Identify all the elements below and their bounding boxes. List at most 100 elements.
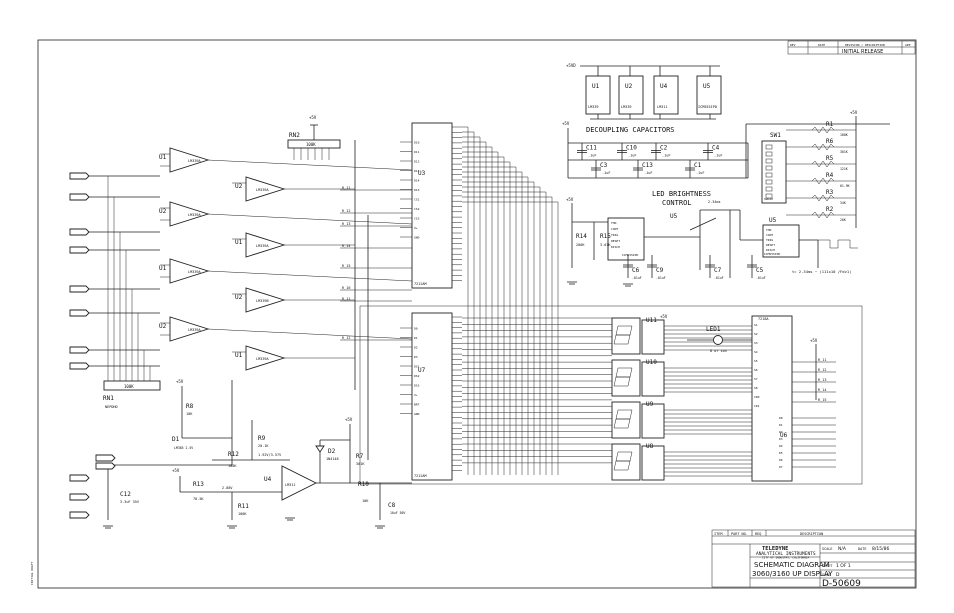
revision-block: REV DATE REVISION / DESCRIPTION APP INIT… <box>787 40 916 55</box>
decoupling-title: DECOUPLING CAPACITORS <box>586 126 675 134</box>
cap-value: .01uF <box>714 276 724 280</box>
r10-label: R10 <box>358 481 369 488</box>
u4-note2: 2.88V <box>222 486 233 490</box>
u4-label: U4 <box>264 476 272 483</box>
dip-switch <box>765 158 773 164</box>
input-connector <box>69 193 90 201</box>
cap-label: C2 <box>660 145 668 152</box>
input-connector <box>95 454 116 462</box>
led-brightness-section: LED BRIGHTNESS CONTROL U5 ICM555IPD U5 I… <box>566 190 858 280</box>
u6-net-label: R_13 <box>818 378 826 382</box>
dec-part-4: ICM555IPD <box>698 105 717 109</box>
cap-value: .01uF <box>632 276 642 280</box>
dec-part-3: LM311 <box>657 105 668 109</box>
col-req: REQ <box>755 532 761 536</box>
r10-value: 10K <box>362 499 369 503</box>
r14-value: 200K <box>576 243 585 247</box>
u7-part: 7212AM <box>414 474 427 478</box>
display-decoder <box>641 403 665 439</box>
resistor-label: R1 <box>826 121 834 128</box>
led-brightness-title-1: LED BRIGHTNESS <box>652 190 711 198</box>
led1: LED1 8 or son <box>687 326 752 353</box>
cap-value: .01uF <box>756 276 766 280</box>
u3-pin-label: D14 <box>414 179 420 183</box>
scale-value: N/A <box>838 546 847 552</box>
r7-value: 301K <box>356 462 365 466</box>
u7-pin-label: DS2 <box>414 374 420 378</box>
u6-net-label: R_15 <box>818 398 826 402</box>
r11-label: R11 <box>238 503 249 510</box>
resistor-label: R4 <box>826 172 834 179</box>
comparator-out <box>207 270 413 282</box>
rn2-network: RN2 100K +5V <box>287 115 341 160</box>
comparator-part: LM339A <box>188 213 202 217</box>
resistor-value: 121K <box>840 167 848 171</box>
dip-switch <box>765 186 773 192</box>
u3-pin-label: D10 <box>414 141 420 145</box>
u6-pin-label: S4 <box>754 350 758 354</box>
comparator-ref: U2 <box>235 183 243 190</box>
r15-label: R15 <box>600 233 611 240</box>
net-label: R_11 <box>342 297 350 301</box>
drawing-number: D-50609 <box>822 579 861 589</box>
cap-label: C9 <box>656 267 664 274</box>
net-label: R_11 <box>342 186 350 190</box>
led1-note: 8 or son <box>710 349 727 353</box>
comparator <box>245 345 286 371</box>
decoupling-power: +5VD <box>566 63 576 68</box>
net-label: R_16 <box>342 286 350 290</box>
r13-value: 78.5K <box>193 497 204 501</box>
cap-value: .1uF <box>602 171 610 175</box>
dip-switch <box>765 179 773 185</box>
display-power: +5V <box>660 314 668 319</box>
u5b-pin-label: RESET <box>766 243 775 247</box>
u5-power: +5V <box>566 197 574 202</box>
u6-net-label: R_12 <box>818 368 826 372</box>
comparator <box>245 287 286 313</box>
resistor-value: 180K <box>840 133 848 137</box>
u6-pin-label: D2 <box>779 430 783 434</box>
u6-net-label: R_14 <box>818 388 826 392</box>
u7-pin-label: GND <box>414 412 420 416</box>
rn2-value: 100K <box>306 142 316 147</box>
u7-pin-label: D2 <box>414 346 418 350</box>
u3-part: 7212AM <box>414 282 427 286</box>
u3-pin-label: CS2 <box>414 207 420 211</box>
r7-label: R7 <box>356 453 364 460</box>
comparator-out <box>207 328 413 340</box>
comparator-part: LM339A <box>188 270 202 274</box>
u7-pin-label: DS3 <box>414 384 420 388</box>
r8-power: +5V <box>176 379 184 384</box>
comparator-ref: U1 <box>159 154 167 161</box>
u5b-pin-label: THD <box>766 228 772 232</box>
input-connector <box>69 346 90 354</box>
seven-seg-display <box>611 317 641 355</box>
seven-seg-display <box>611 359 641 397</box>
u6-pin-label: CR1 <box>754 404 760 408</box>
cap-label: C1 <box>694 162 702 169</box>
title-block: ITEM PART NO. REQ DESCRIPTION TELEDYNE A… <box>711 529 916 589</box>
rn1-label: RN1 <box>103 395 114 402</box>
analog-section: +5V R8 10K D1 LM385 2.5V R9 20.1K 1.92V/… <box>96 379 412 520</box>
col-item: ITEM <box>714 532 722 536</box>
d1-value: LM385 2.5V <box>174 446 193 450</box>
dip-switch <box>765 151 773 157</box>
dec-part-2: LM339 <box>621 105 632 109</box>
u6-pin-label: D7 <box>779 465 783 469</box>
u3-pin-label: D13 <box>414 169 420 173</box>
u5a-pin-label: RESET <box>611 239 620 243</box>
resistor-value: 34K <box>840 201 846 205</box>
u3-label: U3 <box>418 170 426 177</box>
display-decoder <box>641 445 665 481</box>
seven-seg-display <box>611 443 641 481</box>
drawing-title-1: SCHEMATIC DIAGRAM <box>754 561 830 569</box>
date-label: DATE <box>858 547 866 551</box>
input-connector <box>69 474 90 482</box>
sw1-label: SW1 <box>770 132 781 139</box>
r14-label: R14 <box>576 233 587 240</box>
digit-segments <box>613 367 633 387</box>
dec-part-1: LM339 <box>588 105 599 109</box>
r15-value: 3.01K <box>600 243 611 247</box>
cap-label: C4 <box>712 145 720 152</box>
